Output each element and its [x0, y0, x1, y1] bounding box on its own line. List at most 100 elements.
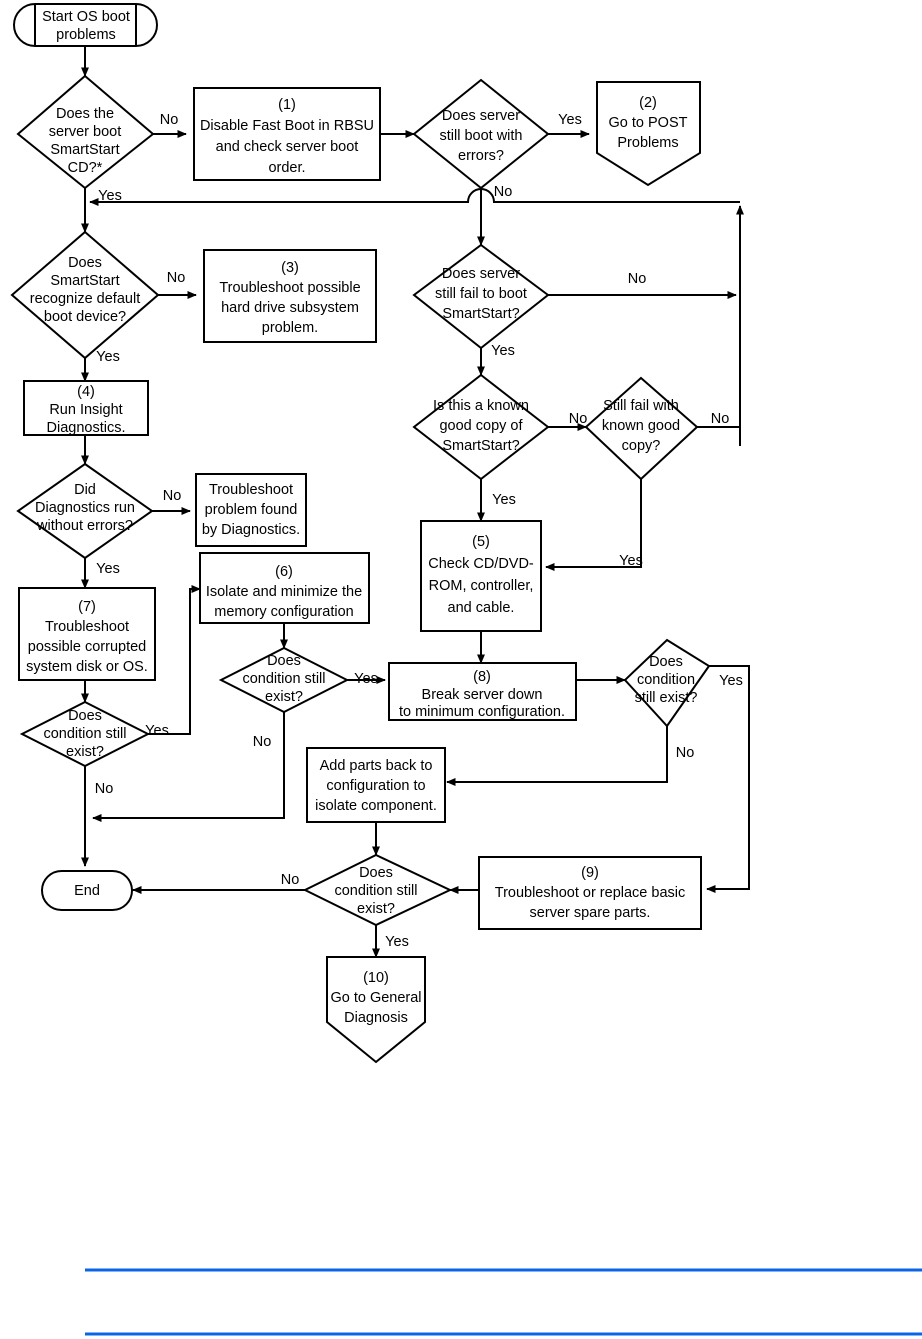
node-addparts-line-1: configuration to — [326, 778, 425, 794]
edge-label-d2-no: No — [494, 184, 513, 200]
node-p3-line-0: (3) — [281, 260, 299, 276]
node-d9-line-1: condition — [637, 672, 695, 688]
node-d10-line-2: exist? — [66, 744, 104, 760]
node-p3-line-3: problem. — [262, 320, 318, 336]
edge-label-d3-no: No — [167, 270, 186, 286]
node-does-server-still-fail-to-boot-smartstart[interactable]: Does server still fail to boot SmartStar… — [412, 243, 550, 350]
edge-labels-layer: No Yes Yes No No Yes No Yes No Yes No Ye… — [95, 112, 743, 950]
node-d6-line-2: copy? — [622, 438, 661, 454]
node-troubleshoot-replace-basic-server-spare-parts[interactable]: (9) Troubleshoot or replace basic server… — [478, 856, 702, 930]
node-end[interactable]: End — [41, 870, 133, 911]
node-d2-line-0: Does server — [442, 108, 520, 124]
node-p6-line-2: memory configuration — [214, 604, 353, 620]
edge-label-d1-yes: Yes — [98, 188, 122, 204]
node-start-line-0: Start OS boot — [42, 9, 130, 25]
node-d3-line-2: recognize default — [30, 291, 140, 307]
node-d10-does-condition-still-exist[interactable]: Does condition still exist? — [19, 700, 151, 768]
node-d5-line-0: Is this a known — [433, 398, 529, 414]
node-does-server-still-boot-with-errors[interactable]: Does server still boot with errors? — [412, 78, 550, 190]
node-p4-line-1: Run Insight — [49, 402, 122, 418]
node-d3-line-0: Does — [68, 255, 102, 271]
node-troubleshoot-corrupted-system-disk-or-os[interactable]: (7) Troubleshoot possible corrupted syst… — [18, 587, 156, 681]
node-d9-does-condition-still-exist[interactable]: Does condition still exist? — [623, 638, 711, 728]
node-p7-line-2: possible corrupted — [28, 639, 147, 655]
node-troubleshoot-hard-drive-subsystem[interactable]: (3) Troubleshoot possible hard drive sub… — [203, 249, 377, 343]
node-p2-line-1: Go to POST — [609, 115, 688, 131]
node-p2-line-0: (2) — [639, 95, 657, 111]
node-d8-line-0: Does — [267, 653, 301, 669]
node-p8-line-1: Break server down — [422, 687, 543, 703]
node-still-fail-with-known-good-copy[interactable]: Still fail with known good copy? — [584, 376, 699, 481]
node-end-label: End — [74, 883, 100, 899]
node-isolate-minimize-memory-configuration[interactable]: (6) Isolate and minimize the memory conf… — [199, 552, 370, 624]
node-d4-line-1: still fail to boot — [435, 286, 527, 302]
node-d11-does-condition-still-exist[interactable]: Does condition still exist? — [302, 853, 453, 927]
edge-label-d6-yes: Yes — [619, 553, 643, 569]
node-add-parts-back-isolate-component[interactable]: Add parts back to configuration to isola… — [306, 747, 446, 823]
node-pdiag-line-1: problem found — [205, 502, 298, 518]
node-p3-line-1: Troubleshoot possible — [219, 280, 360, 296]
edge-d6-no-to-rail — [697, 426, 741, 446]
node-p6-line-0: (6) — [275, 564, 293, 580]
node-p4-line-0: (4) — [77, 384, 95, 400]
edge-label-d9-no: No — [676, 745, 695, 761]
node-d8-line-1: condition still — [242, 671, 325, 687]
node-addparts-line-2: isolate component. — [315, 798, 437, 814]
node-p7-line-3: system disk or OS. — [26, 659, 148, 675]
node-pdiag-line-0: Troubleshoot — [209, 482, 293, 498]
edge-label-d7-no: No — [163, 488, 182, 504]
node-p9-line-0: (9) — [581, 865, 599, 881]
node-break-server-down-minimum-configuration[interactable]: (8) Break server down to minimum configu… — [388, 662, 577, 721]
node-p1-line-0: (1) — [278, 97, 296, 113]
node-disable-fast-boot-rbsu[interactable]: (1) Disable Fast Boot in RBSU and check … — [193, 87, 381, 181]
node-did-diagnostics-run-without-errors[interactable]: Did Diagnostics run without errors? — [16, 462, 154, 560]
node-d11-line-0: Does — [359, 865, 393, 881]
edge-label-d4-yes: Yes — [491, 343, 515, 359]
node-d4-line-0: Does server — [442, 266, 520, 282]
node-p5-line-2: ROM, controller, — [429, 578, 534, 594]
node-check-cd-dvd-rom-controller-cable[interactable]: (5) Check CD/DVD- ROM, controller, and c… — [420, 520, 542, 632]
edge-label-d10-yes: Yes — [145, 723, 169, 739]
node-p3-line-2: hard drive subsystem — [221, 300, 359, 316]
node-start[interactable]: Start OS boot problems — [13, 3, 158, 47]
edge-d9-yes-to-p9 — [706, 665, 750, 893]
node-smartstart-recognize-default-boot-device[interactable]: Does SmartStart recognize default boot d… — [10, 230, 160, 360]
node-run-insight-diagnostics[interactable]: (4) Run Insight Diagnostics. — [23, 380, 149, 436]
node-d1-line-0: Does the — [56, 106, 114, 122]
node-d7-line-0: Did — [74, 482, 96, 498]
edge-label-d11-yes: Yes — [385, 934, 409, 950]
edge-label-d11-no: No — [281, 872, 300, 888]
node-does-server-boot-smartstart-cd[interactable]: Does the server boot SmartStart CD?* — [16, 74, 155, 190]
edge-label-d9-yes: Yes — [719, 673, 743, 689]
node-d3-line-1: SmartStart — [50, 273, 119, 289]
edge-label-d5-yes: Yes — [492, 492, 516, 508]
node-d9-line-0: Does — [649, 654, 683, 670]
edge-d10-yes-to-p6 — [148, 585, 201, 735]
node-d8-line-2: exist? — [265, 689, 303, 705]
node-d5-line-2: SmartStart? — [442, 438, 519, 454]
edge-d9-no-to-addparts — [446, 726, 668, 786]
node-d1-line-1: server boot — [49, 124, 122, 140]
edge-label-d1-no: No — [160, 112, 179, 128]
node-d7-line-2: without errors? — [36, 518, 133, 534]
node-pdiag-line-2: by Diagnostics. — [202, 522, 300, 538]
node-p1-line-2: and check server boot — [216, 139, 359, 155]
node-go-to-general-diagnosis[interactable]: (10) Go to General Diagnosis — [326, 956, 426, 1064]
node-troubleshoot-problem-found-by-diagnostics[interactable]: Troubleshoot problem found by Diagnostic… — [195, 473, 307, 547]
node-is-this-known-good-copy-smartstart[interactable]: Is this a known good copy of SmartStart? — [412, 373, 550, 481]
node-d6-line-0: Still fail with — [603, 398, 679, 414]
edge-label-d6-no: No — [711, 411, 730, 427]
edge-label-d4-no: No — [628, 271, 647, 287]
node-d8-does-condition-still-exist[interactable]: Does condition still exist? — [218, 646, 350, 714]
node-d9-line-2: still exist? — [635, 690, 698, 706]
node-go-to-post-problems[interactable]: (2) Go to POST Problems — [596, 81, 701, 187]
node-p8-line-2: to minimum configuration. — [399, 704, 565, 720]
node-d2-line-1: still boot with — [439, 128, 522, 144]
node-p10-line-1: Go to General — [330, 990, 421, 1006]
node-addparts-line-0: Add parts back to — [320, 758, 433, 774]
edge-label-d3-yes: Yes — [96, 349, 120, 365]
node-p5-line-3: and cable. — [448, 600, 515, 616]
node-d3-line-3: boot device? — [44, 309, 126, 325]
